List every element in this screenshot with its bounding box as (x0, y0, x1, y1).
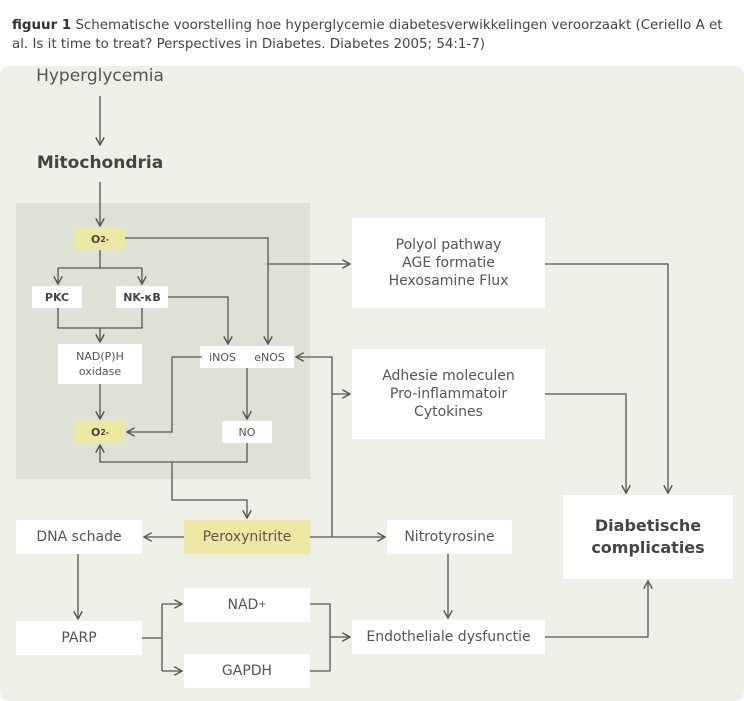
caption-text: Schematische voorstelling hoe hyperglyce… (12, 18, 723, 52)
figure-caption: figuur 1 Schematische voorstelling hoe h… (12, 16, 736, 54)
arrow-o2-enos (125, 237, 268, 344)
node-mitochondria: Mitochondria (36, 153, 164, 173)
arrow-polyol-complicaties (545, 263, 668, 493)
node-polyol-pathway: Polyol pathway AGE formatie Hexosamine F… (352, 218, 545, 308)
nadph-line-1: NAD(P)H (76, 350, 124, 363)
nad-sup: + (258, 599, 267, 610)
node-hyperglycemia: Hyperglycemia (36, 66, 164, 86)
diabetische-line-1: Diabetische (594, 516, 702, 535)
node-nitrotyrosine: Nitrotyrosine (387, 520, 512, 554)
node-no: NO (222, 421, 272, 443)
diabetische-line-2: complicaties (591, 538, 705, 557)
node-nos: iNOS eNOS (200, 346, 294, 368)
node-nfkb: NK-κB (116, 286, 168, 308)
o2-top-sub: 2 (100, 234, 106, 244)
node-peroxynitrite: Peroxynitrite (184, 520, 310, 554)
o2-bottom-sup: - (105, 427, 109, 437)
line-pkc-nfkb-join (57, 308, 143, 342)
node-parp: PARP (16, 621, 142, 655)
arrow-peroxynitrite-enos (296, 357, 333, 537)
arrow-inos-o2 (127, 356, 202, 432)
line-o2-split (58, 250, 142, 269)
node-nad: NAD+ (184, 588, 310, 622)
polyol-line-1: Polyol pathway (395, 237, 502, 253)
arrow-nfkb-inos (168, 296, 228, 344)
o2-top-sup: - (105, 234, 109, 244)
adhesie-line-3: Cytokines (414, 404, 483, 420)
node-diabetische-complicaties: Diabetische complicaties (563, 495, 733, 579)
node-inos: iNOS (209, 350, 237, 364)
node-dna-schade: DNA schade (16, 520, 142, 554)
arrow-endotheliale-complicaties (545, 581, 648, 638)
adhesie-line-1: Adhesie moleculen (382, 368, 515, 384)
o2-bottom-base: O (91, 425, 101, 439)
line-parp-split (142, 604, 163, 671)
node-pkc: PKC (32, 286, 82, 308)
adhesie-line-2: Pro-inflammatoir (389, 386, 508, 402)
caption-lead: figuur 1 (12, 18, 72, 33)
arrow-no-o2 (100, 443, 248, 463)
nadph-line-2: oxidase (78, 365, 122, 378)
o2-bottom-sub: 2 (100, 427, 106, 437)
node-enos: eNOS (254, 350, 285, 364)
nad-base: NAD (227, 597, 259, 613)
line-nad-gapdh-join (310, 603, 350, 672)
node-adhesie-moleculen: Adhesie moleculen Pro-inflammatoir Cytok… (352, 349, 545, 439)
o2-top-base: O (91, 232, 101, 246)
arrow-adhesie-complicaties (545, 393, 626, 493)
arrow-to-peroxynitrite (171, 462, 247, 518)
node-endotheliale-dysfunctie: Endotheliale dysfunctie (352, 620, 545, 654)
polyol-line-3: Hexosamine Flux (388, 273, 509, 289)
polyol-line-2: AGE formatie (402, 255, 495, 271)
node-gapdh: GAPDH (184, 654, 310, 688)
